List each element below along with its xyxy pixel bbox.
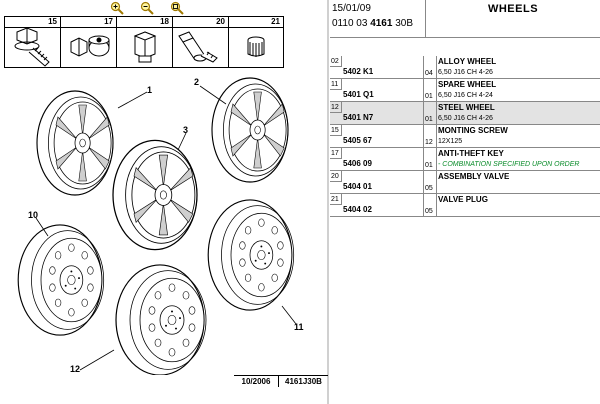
table-row[interactable]: 21 5404 02 05 VALVE PLUG [330, 194, 600, 217]
callout-3[interactable]: 3 [183, 125, 189, 135]
part-spec: 6,50 J16 CH 4-26 [438, 115, 493, 122]
part-spec: - COMBINATION SPECIFIED UPON ORDER [438, 161, 580, 168]
callout-2[interactable]: 2 [194, 77, 200, 87]
valve-plug-icon [247, 36, 265, 57]
part-spec: 6,50 J16 CH 4-26 [438, 69, 493, 76]
part-reference[interactable]: 5404 01 [343, 182, 372, 191]
assembly-valve-icon [178, 31, 218, 63]
callout-1[interactable]: 1 [147, 85, 153, 95]
zoom-in-icon[interactable] [110, 1, 124, 15]
table-row[interactable]: 17 5406 09 01 ANTI-THEFT KEY - COMBINATI… [330, 148, 600, 171]
diagram-reference: 10/2006 4161J30B [234, 375, 328, 387]
position-number: 11 [331, 81, 339, 88]
quantity: 04 [425, 70, 433, 77]
part-spec: 12X125 [438, 138, 463, 145]
page-title: WHEELS [487, 3, 539, 15]
callout-11[interactable]: 11 [294, 322, 304, 332]
parts-diagram: 15 17 [4, 0, 329, 404]
hardware-cell-key[interactable]: 17 [61, 17, 117, 67]
part-description: VALVE PLUG [438, 195, 488, 204]
hardware-number: 20 [173, 17, 228, 28]
part-reference[interactable]: 5406 09 [343, 159, 372, 168]
hardware-cell-valve[interactable]: 20 [173, 17, 229, 67]
position-number: 12 [331, 104, 339, 111]
steel-wheel-10[interactable] [17, 224, 105, 336]
header-code: 0110 03 4161 30B [332, 18, 414, 29]
hex-nut-icon [133, 31, 157, 63]
hardware-number: 15 [5, 17, 60, 28]
spare-wheel-11[interactable] [207, 199, 295, 311]
table-row[interactable]: 12 5401 N7 01 STEEL WHEEL 6,50 J16 CH 4-… [330, 102, 600, 125]
part-description: ANTI-THEFT KEY [438, 149, 504, 158]
hardware-strip: 15 17 [4, 16, 284, 68]
position-number: 17 [331, 150, 339, 157]
quantity: 05 [425, 185, 433, 192]
hardware-number: 17 [61, 17, 116, 28]
wheels-drawing [17, 77, 297, 375]
anti-theft-key-icon [70, 35, 110, 57]
diagram-code: 4161J30B [285, 377, 322, 386]
part-description: ALLOY WHEEL [438, 57, 497, 66]
alloy-wheel-1[interactable] [36, 90, 114, 196]
table-row[interactable]: 15 5405 67 12 MONTING SCREW 12X125 [330, 125, 600, 148]
table-row[interactable]: 02 5402 K1 04 ALLOY WHEEL 6,50 J16 CH 4-… [330, 56, 600, 79]
hardware-cell-screw[interactable]: 15 [5, 17, 61, 67]
table-row[interactable]: 11 5401 Q1 01 SPARE WHEEL 6,50 J16 CH 4-… [330, 79, 600, 102]
table-row[interactable]: 20 5404 01 05 ASSEMBLY VALVE [330, 171, 600, 194]
header-divider [425, 0, 426, 37]
quantity: 01 [425, 116, 433, 123]
part-reference[interactable]: 5404 02 [343, 205, 372, 214]
zoom-fit-icon[interactable] [170, 1, 184, 15]
part-reference[interactable]: 5401 Q1 [343, 90, 374, 99]
callout-10[interactable]: 10 [28, 210, 39, 220]
hardware-cell-plug[interactable]: 21 [229, 17, 283, 67]
parts-table: 02 5402 K1 04 ALLOY WHEEL 6,50 J16 CH 4-… [330, 56, 600, 217]
hardware-number: 18 [117, 17, 172, 28]
header-date: 15/01/09 [332, 3, 371, 14]
mounting-screw-icon [14, 28, 50, 67]
zoom-toolbar [110, 1, 184, 15]
part-description: MONTING SCREW [438, 126, 508, 135]
steel-wheel-12[interactable] [115, 264, 207, 375]
alloy-wheel-2[interactable] [211, 77, 289, 183]
part-reference[interactable]: 5402 K1 [343, 67, 374, 76]
part-reference[interactable]: 5405 67 [343, 136, 372, 145]
callout-12[interactable]: 12 [70, 364, 81, 374]
part-description: SPARE WHEEL [438, 80, 497, 89]
position-number: 20 [331, 173, 339, 180]
hardware-number: 21 [229, 17, 283, 28]
part-description: STEEL WHEEL [438, 103, 495, 112]
quantity: 12 [425, 139, 433, 146]
quantity: 05 [425, 208, 433, 215]
diagram-date: 10/2006 [234, 376, 279, 387]
position-number: 15 [331, 127, 339, 134]
part-spec: 6,50 J16 CH 4-24 [438, 92, 493, 99]
quantity: 01 [425, 162, 433, 169]
part-reference[interactable]: 5401 N7 [343, 113, 374, 122]
quantity: 01 [425, 93, 433, 100]
alloy-wheel-3[interactable] [112, 139, 198, 251]
position-number: 02 [331, 58, 339, 65]
zoom-out-icon[interactable] [140, 1, 154, 15]
part-description: ASSEMBLY VALVE [438, 172, 510, 181]
parts-list-panel: 15/01/09 0110 03 4161 30B WHEELS 02 5402… [330, 0, 600, 404]
parts-header: 15/01/09 0110 03 4161 30B WHEELS [330, 0, 600, 38]
position-number: 21 [331, 196, 339, 203]
hardware-cell-nut[interactable]: 18 [117, 17, 173, 67]
